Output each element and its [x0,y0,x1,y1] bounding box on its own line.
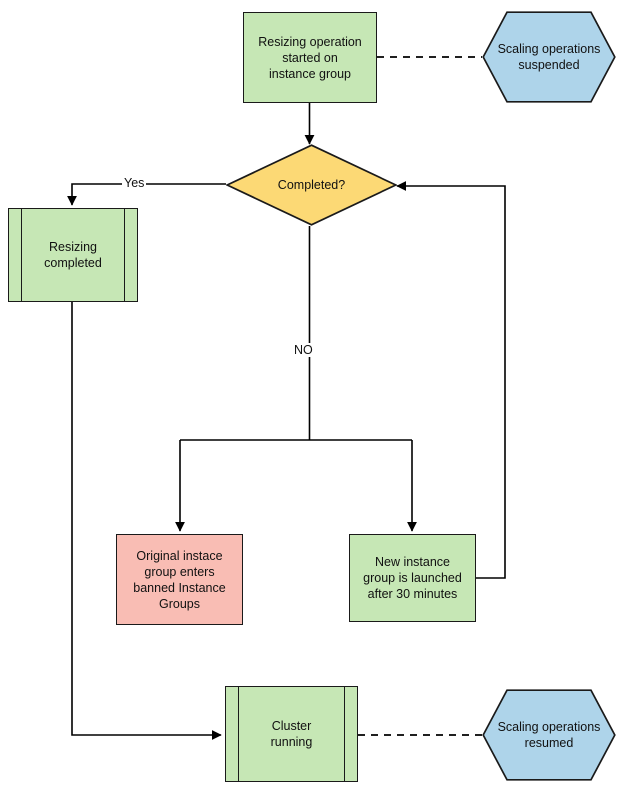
node-banned-instance-groups-label: Original instace group enters banned Ins… [133,548,226,611]
edge-label-no: NO [292,343,315,357]
hexagon-shape [482,11,616,103]
node-scaling-operations-suspended[interactable]: Scaling operations suspended [482,11,616,103]
node-banned-instance-groups[interactable]: Original instace group enters banned Ins… [116,534,243,625]
node-scaling-operations-suspended-label: Scaling operations suspended [497,42,601,72]
edge-resizing-completed-to-cluster-running [71,302,222,740]
edge-new-instance-group-to-decision [396,181,506,579]
node-cluster-running[interactable]: Cluster running [225,686,358,782]
predefined-process-bar-right [124,209,125,301]
node-new-instance-group[interactable]: New instance group is launched after 30 … [349,534,476,622]
node-completed-decision-label: Completed? [277,178,346,192]
node-resizing-completed[interactable]: Resizing completed [8,208,138,302]
predefined-process-bar-left [238,687,239,781]
hexagon-shape [482,689,616,781]
node-resizing-completed-label: Resizing completed [44,240,102,270]
node-new-instance-group-label: New instance group is launched after 30 … [363,555,462,601]
predefined-process-bar-left [21,209,22,301]
predefined-process-bar-right [344,687,345,781]
node-scaling-operations-resumed-label: Scaling operations resumed [497,720,601,750]
edge-label-yes: Yes [122,176,147,190]
diamond-shape [226,144,397,226]
node-resizing-operation-started[interactable]: Resizing operation started on instance g… [243,12,377,103]
edge-decision-yes-to-resizing-completed [67,183,226,206]
node-resizing-operation-started-label: Resizing operation started on instance g… [258,34,362,81]
node-completed-decision[interactable]: Completed? [226,144,397,226]
node-cluster-running-label: Cluster running [270,719,313,749]
node-scaling-operations-resumed[interactable]: Scaling operations resumed [482,689,616,781]
